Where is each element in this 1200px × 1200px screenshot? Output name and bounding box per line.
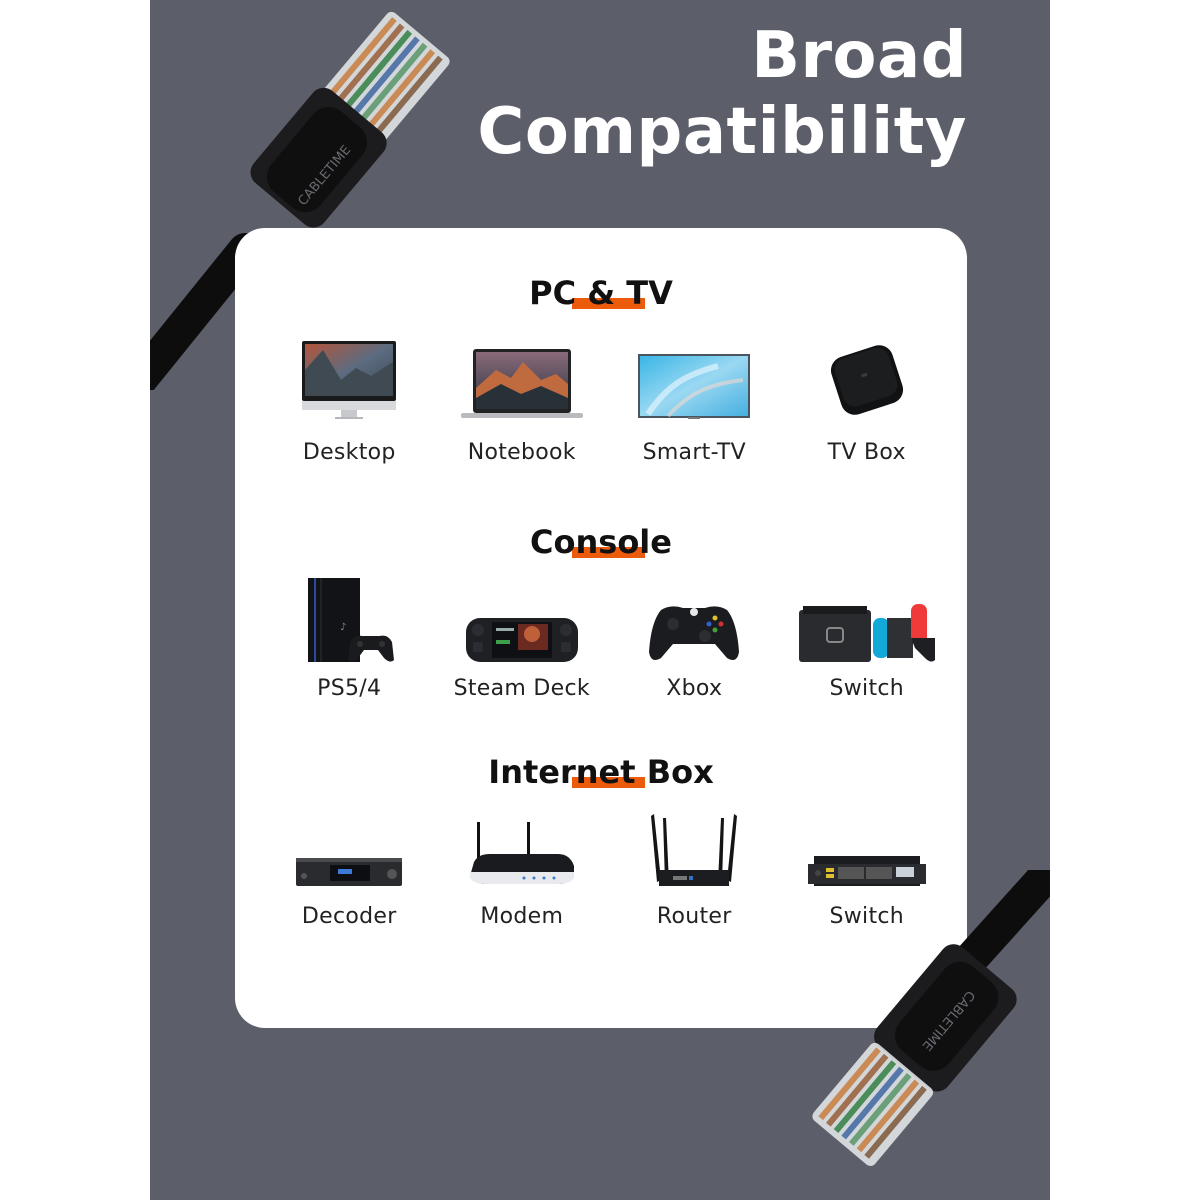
device-label: Decoder <box>301 904 397 929</box>
device-label: Modem <box>480 904 564 929</box>
imac-desktop-icon <box>302 341 397 419</box>
section-title-pc-tv: PC & TV <box>529 274 673 312</box>
device-steam-deck: Steam Deck <box>436 576 609 706</box>
modem-icon <box>469 822 574 884</box>
device-grid-console: ♪ PS5/4 <box>263 576 953 706</box>
title-highlight-bar <box>572 298 645 309</box>
device-label: Xbox <box>666 676 723 701</box>
title-line-2: Compatibility <box>477 95 967 169</box>
device-label: Router <box>656 904 732 929</box>
device-label: TV Box <box>827 440 906 465</box>
page-title: Broad Compatibility <box>477 18 967 170</box>
device-xbox: Xbox <box>608 576 781 706</box>
device-label: Desktop <box>302 440 396 465</box>
device-tv-box: TV Box <box>781 340 954 480</box>
device-modem: Modem <box>436 820 609 940</box>
compatibility-card: PC & TV Desktop <box>235 228 967 1028</box>
title-highlight-bar <box>572 547 645 558</box>
laptop-icon <box>460 349 583 418</box>
section-title-console: Console <box>530 523 672 561</box>
device-ps5-4: ♪ PS5/4 <box>263 576 436 706</box>
xbox-controller-icon <box>649 606 740 660</box>
decoder-icon <box>296 858 403 886</box>
tv-box-icon <box>830 345 903 415</box>
router-icon <box>651 814 738 886</box>
device-switch: Switch <box>781 576 954 706</box>
device-label: Smart-TV <box>642 440 746 465</box>
device-notebook: Notebook <box>436 340 609 480</box>
nintendo-switch-icon <box>798 604 935 662</box>
title-highlight-bar <box>572 777 645 788</box>
device-desktop: Desktop <box>263 340 436 480</box>
device-router: Router <box>608 814 781 940</box>
steam-deck-icon <box>465 618 578 662</box>
section-title-internet-box: Internet Box <box>488 753 714 791</box>
device-label: Switch <box>829 676 905 701</box>
device-smart-tv: Smart-TV <box>608 340 781 480</box>
device-network-switch: Switch <box>781 820 954 940</box>
ethernet-plug-top-icon: CABLETIME <box>150 11 450 390</box>
device-grid-internet-box: Decoder Modem <box>263 814 954 940</box>
title-line-1: Broad <box>751 19 967 93</box>
network-switch-icon <box>807 856 926 886</box>
device-label: PS5/4 <box>317 676 382 701</box>
device-label: Switch <box>829 904 905 929</box>
smart-tv-icon <box>638 354 751 419</box>
background-panel: CABLETIME Broad Compatibility PC & TV <box>150 0 1050 1200</box>
device-grid-pc-tv: Desktop Notebook <box>263 340 953 480</box>
device-label: Steam Deck <box>453 676 590 701</box>
device-decoder: Decoder <box>263 820 436 940</box>
svg-text:♪: ♪ <box>340 622 346 633</box>
device-label: Notebook <box>467 440 576 465</box>
playstation-icon: ♪ <box>308 578 395 662</box>
ethernet-plug-bottom-icon: CABLETIME <box>812 870 1050 1166</box>
